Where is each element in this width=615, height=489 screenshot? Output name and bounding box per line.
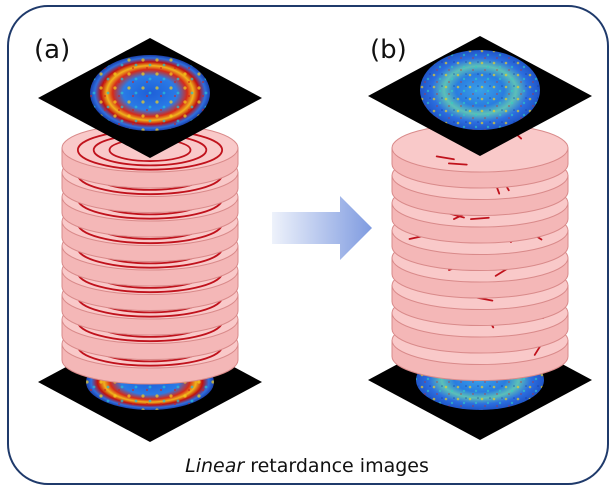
caption-italic: Linear xyxy=(185,455,245,477)
fiber-disk-stack-b xyxy=(391,123,569,381)
top-image-plate-a xyxy=(38,38,262,158)
panel-a xyxy=(38,38,262,442)
transition-arrow xyxy=(272,196,372,260)
caption-rest: retardance images xyxy=(244,455,429,477)
panel-label-b: (b) xyxy=(370,35,407,65)
panel-label-a: (a) xyxy=(34,35,70,65)
fiber-disk-stack-a xyxy=(61,123,239,385)
panel-b xyxy=(368,36,592,440)
caption: Linear retardance images xyxy=(185,455,429,477)
top-image-plate-b xyxy=(368,36,592,156)
